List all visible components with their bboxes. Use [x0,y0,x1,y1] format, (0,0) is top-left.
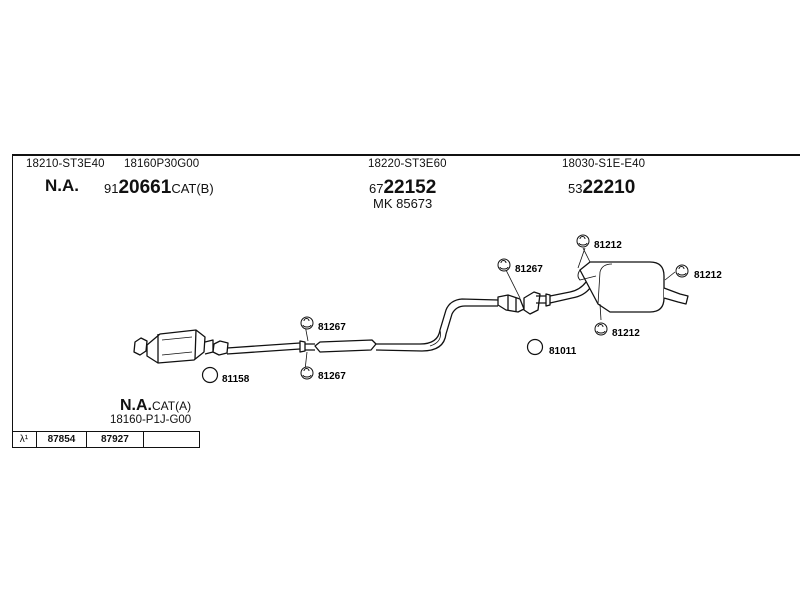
na-label: N.A. [45,176,79,195]
resonator-pipe [314,298,499,353]
rear-muffler [577,261,689,313]
code-number: 22210 [582,177,636,198]
ref-cell-1: 87854 [37,432,88,447]
callout-81267-flange: 81267 [515,264,543,275]
callout-81267-upper: 81267 [318,322,346,333]
code-middle-pipe: 6722152 [369,177,436,199]
part-number-catalyst: 18160P30G00 [124,158,200,170]
callout-81267-lower: 81267 [318,371,346,382]
code-prefix: 91 [104,181,119,196]
catalytic-converter [133,329,214,364]
front-pipe [212,340,315,356]
callout-81011: 81011 [549,346,577,357]
ref-cell-3 [144,432,200,447]
flange-joint [497,291,551,315]
na-cat-part-number: 18160-P1J-G00 [110,414,192,426]
callout-81212-top: 81212 [594,240,622,251]
code-number: 20661 [118,177,172,198]
part-number-rear-muffler: 18030-S1E-E40 [562,158,646,170]
lambda-symbol-cell: λ¹ [12,432,37,447]
part-number-front-pipe: 18210-ST3E40 [26,158,105,170]
callout-81212-right: 81212 [694,270,722,281]
code-prefix: 53 [568,181,583,196]
code-catalyst: 9120661CAT(B) [104,177,214,199]
callout-81212-bottom: 81212 [612,328,640,339]
top-rule [12,154,800,156]
code-suffix: CAT(B) [171,181,214,196]
code-prefix: 67 [369,181,384,196]
na-cat-suffix: CAT(A) [152,399,192,413]
callout-81158: 81158 [222,374,250,385]
ring-81011 [526,338,544,356]
left-rule [12,154,13,448]
part-number-middle-pipe: 18220-ST3E60 [368,158,447,170]
code-number: 22152 [383,177,437,198]
na-cat-a: N.A.CAT(A) [120,397,191,415]
na-cat-bold: N.A. [120,397,152,414]
code-rear-muffler: 5322210 [568,177,635,199]
ref-cell-2: 87927 [87,432,144,447]
mk-code: MK 85673 [373,196,433,211]
reference-table: λ¹ 87854 87927 [12,431,200,448]
ring-81158 [201,366,219,384]
